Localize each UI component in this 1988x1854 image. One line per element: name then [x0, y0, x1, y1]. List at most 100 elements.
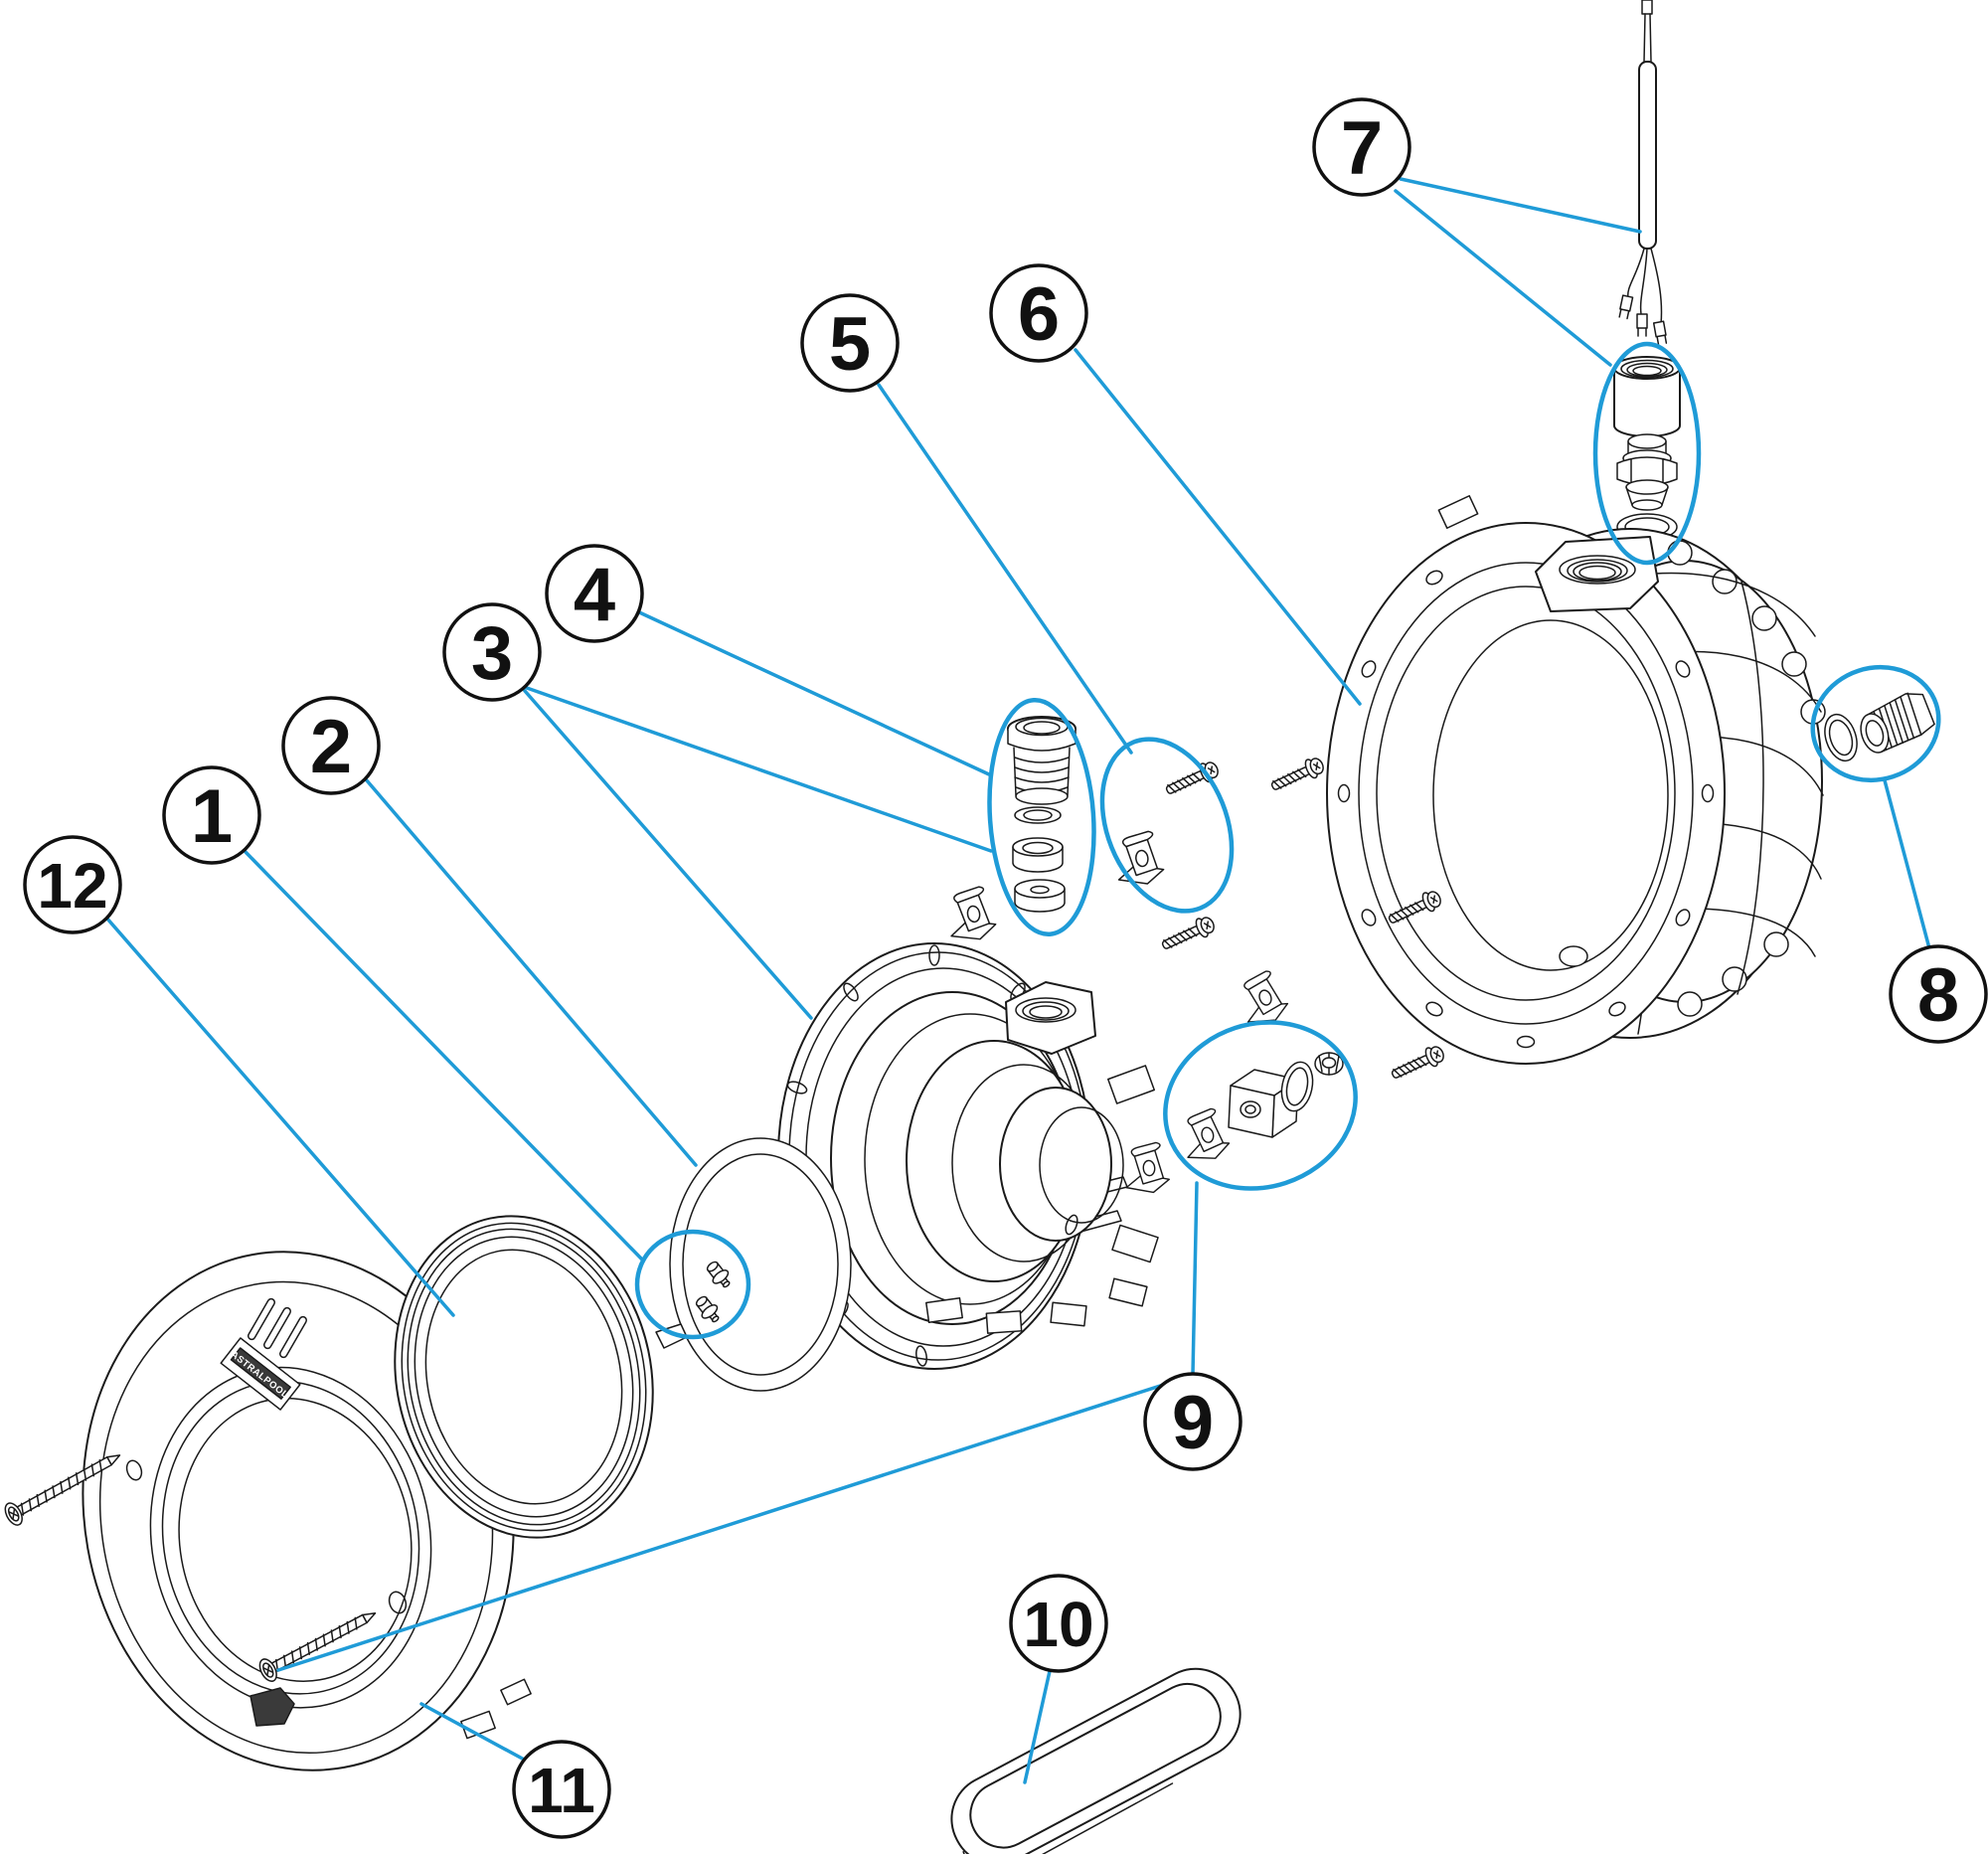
flat-washer-icon [1014, 806, 1062, 824]
kit-oring-icon-detail [1285, 1067, 1309, 1106]
callout-12-circle [23, 835, 122, 934]
lamp-holder-flange-detail [1107, 1065, 1155, 1104]
drain-oring-icon-detail [1824, 713, 1858, 762]
seal-ring-icon-detail [1022, 841, 1054, 855]
flange-holes-detail [1425, 570, 1443, 586]
callout-5-circle [800, 293, 900, 393]
spade-terminal-icon-detail [1618, 308, 1622, 318]
lamp-lens-detail [414, 1236, 634, 1518]
niche-gasket-pad-detail [950, 1667, 1242, 1854]
bezel-vent-slot [248, 1297, 275, 1341]
flange-holes-detail [1337, 783, 1351, 803]
leader-line-1 [244, 850, 645, 1263]
niche-housing-detail [1763, 931, 1789, 957]
cable-gland-highlight [1592, 341, 1702, 566]
callout-4-circle [545, 544, 644, 643]
power-cable-detail [1649, 13, 1652, 63]
spade-terminal-icon-detail [1656, 335, 1660, 346]
niche-housing-detail [1376, 586, 1676, 1001]
screw-and-clip [1111, 758, 1223, 889]
flange-holes-detail [1608, 1001, 1626, 1017]
callout-11-number: 11 [528, 1755, 595, 1826]
lamp-lens-detail [394, 1215, 654, 1539]
callout-9-number: 9 [1172, 1381, 1214, 1465]
spade-terminal-icon [1618, 294, 1634, 320]
trim-bezel-detail [500, 1678, 532, 1706]
flange-gasket-detail [682, 1153, 839, 1376]
kit-oring-icon-detail [1280, 1061, 1314, 1112]
power-cable-detail [1643, 13, 1646, 63]
lamp-holder-flange-detail [1108, 1277, 1148, 1307]
niche-housing-detail [1432, 619, 1669, 971]
flange-holes-detail [1675, 660, 1691, 678]
housing-conduit-boss-detail [1578, 565, 1616, 581]
seal-washer-stack-detail [1007, 728, 1077, 752]
lamp-holder-flange-detail [925, 1296, 963, 1324]
leader-line-3 [523, 689, 813, 1020]
cable-gland-parts-detail [1625, 486, 1669, 506]
flange-slot-holes-detail [915, 1345, 927, 1367]
hex-plug-icon [1314, 1052, 1344, 1076]
fixing-clip-icon [1233, 967, 1292, 1030]
grommet-icon [1014, 879, 1066, 913]
callout-8-circle [1889, 944, 1988, 1044]
flange-holes-detail [1516, 1035, 1536, 1049]
spade-terminal-icon-detail [1636, 313, 1648, 329]
leader-line-4 [635, 609, 991, 776]
nut-block-icon-detail [1244, 1104, 1256, 1114]
housing-conduit-boss-detail [1567, 559, 1628, 583]
power-cable-detail [1638, 61, 1657, 250]
niche-housing-detail [1437, 495, 1479, 529]
fixing-clip-icon [942, 884, 999, 945]
niche-housing-detail [1358, 562, 1694, 1025]
contact-pins-highlight [634, 1229, 751, 1340]
flange-holes-detail [1675, 909, 1691, 927]
lamp-holder-flange-detail [1039, 1106, 1124, 1224]
callout-3-number: 3 [471, 611, 513, 696]
niche-housing-detail [1326, 522, 1726, 1065]
lamp-holder-flange-detail [985, 1310, 1023, 1334]
callout-5-number: 5 [829, 302, 871, 387]
niche-housing-detail [1781, 651, 1807, 677]
drain-plug-icon-detail [1900, 696, 1915, 740]
callout-7-number: 7 [1341, 106, 1383, 191]
callout-2-circle [281, 696, 381, 795]
drain-plug-icon-detail [1906, 692, 1922, 736]
cable-gland-parts [1613, 356, 1681, 541]
callout-8-number: 8 [1917, 953, 1959, 1038]
niche-gasket-pad [950, 1667, 1242, 1854]
flange-holes-detail [1361, 909, 1377, 927]
flange-holes-detail [1425, 1001, 1443, 1017]
fixing-kit [1177, 1052, 1344, 1166]
leader-line-9 [276, 1377, 1184, 1672]
spade-terminal-icon [1652, 320, 1668, 346]
leader-line-2 [364, 777, 698, 1167]
leader-line-8 [1883, 778, 1931, 950]
power-cable-detail [1639, 248, 1648, 315]
flange-holes [1337, 570, 1715, 1049]
bezel-clip-icon [249, 1687, 295, 1727]
leader-line-9 [1191, 1181, 1199, 1376]
leader-line-5 [877, 383, 1133, 755]
screw-and-clip-detail [1111, 829, 1167, 889]
power-cable-detail [1641, 0, 1653, 15]
seal-washer-stack-detail [1014, 757, 1070, 793]
fixing-clip-icon [1121, 1140, 1172, 1196]
drain-oring-icon-detail [1828, 719, 1854, 757]
leader-line-7 [1394, 189, 1612, 367]
callout-12-number: 12 [37, 850, 107, 922]
niche-housing-detail [1677, 991, 1703, 1017]
spade-terminal-icon-detail [1626, 309, 1630, 320]
drain-plug-icon-detail [1865, 720, 1885, 747]
flange-holes-detail [1361, 660, 1377, 678]
cable-gland-parts-detail [1631, 499, 1663, 511]
nut-block-icon [1228, 1069, 1299, 1138]
leader-line-3 [525, 686, 993, 853]
brand-label-plate-detail [230, 1347, 291, 1400]
holder-conduit-boss-detail [1029, 1005, 1063, 1019]
fixing-kit-highlight [1163, 1020, 1358, 1191]
flange-slot-holes-detail [1065, 1214, 1078, 1236]
callout-10-number: 10 [1023, 1589, 1093, 1660]
flange-slot-holes-detail [843, 982, 859, 1002]
